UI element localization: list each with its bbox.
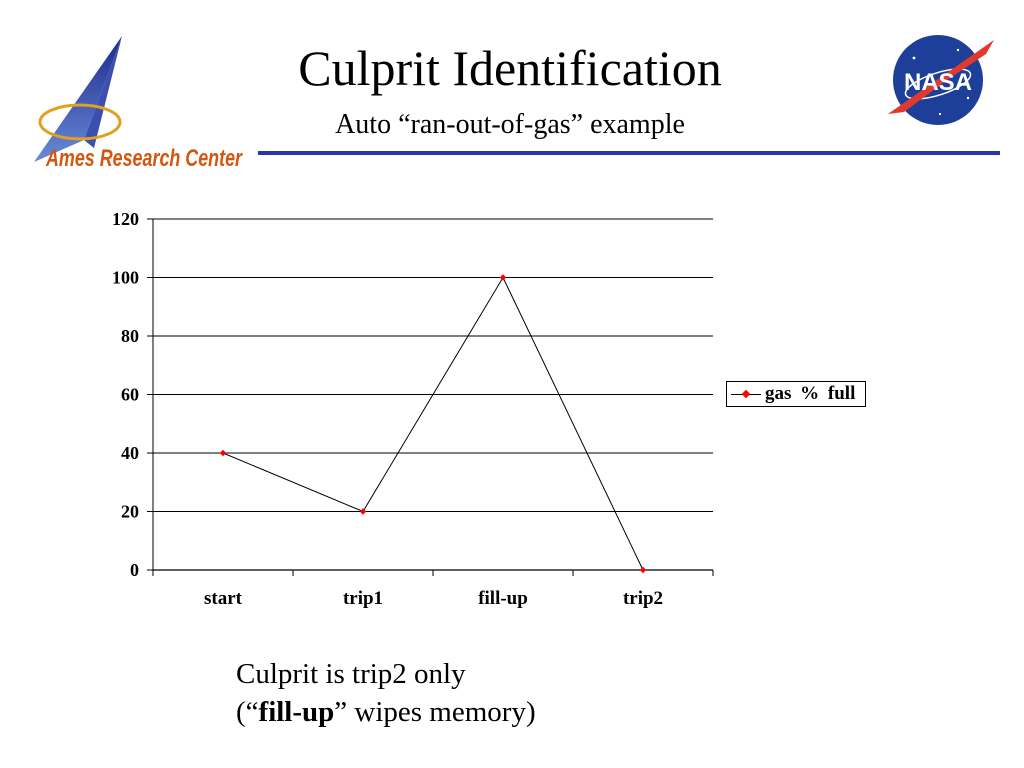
slide-subtitle: Auto “ran-out-of-gas” example xyxy=(335,109,685,140)
y-tick-label: 120 xyxy=(112,209,139,229)
x-tick-label: trip1 xyxy=(343,588,383,609)
data-point xyxy=(359,508,367,515)
nasa-logo-text: NASA xyxy=(904,69,972,96)
data-point xyxy=(499,274,507,281)
caption-line-2: (“fill-up” wipes memory) xyxy=(236,693,536,731)
ames-orbit-ring xyxy=(38,103,122,141)
y-tick-label: 60 xyxy=(121,385,139,405)
x-tick-label: start xyxy=(204,588,243,609)
y-tick-label: 20 xyxy=(121,502,139,522)
ames-research-center-logo: Ames Research Center xyxy=(34,36,243,172)
ames-wing-shape xyxy=(34,36,122,162)
chart-legend: gas % full xyxy=(726,381,866,407)
legend-series-marker-icon xyxy=(731,388,761,400)
nasa-logo: NASA xyxy=(888,35,994,125)
ames-logo-text: Ames Research Center xyxy=(45,145,243,172)
slide-title: Culprit Identification xyxy=(298,40,722,96)
nasa-chevron xyxy=(888,40,994,114)
y-tick-label: 100 xyxy=(112,268,139,288)
title-underline-rule xyxy=(258,151,1000,155)
line-chart: 0 20 40 60 80 100 120 start trip1 fill-up trip2 xyxy=(112,209,714,609)
legend-label: gas % full xyxy=(765,383,856,404)
data-point xyxy=(639,566,647,574)
x-tick-label: trip2 xyxy=(623,588,663,609)
caption: Culprit is trip2 only (“fill-up” wipes m… xyxy=(236,655,536,731)
y-tick-label: 40 xyxy=(121,443,139,463)
data-point xyxy=(219,449,227,457)
caption-line-1: Culprit is trip2 only xyxy=(236,658,466,690)
x-tick-label: fill-up xyxy=(478,588,528,609)
y-tick-label: 0 xyxy=(130,560,139,580)
y-tick-label: 80 xyxy=(121,326,139,346)
caption-rest: ” wipes memory) xyxy=(334,696,536,728)
series-line xyxy=(222,276,644,571)
caption-bold-term: fill-up xyxy=(258,696,335,728)
caption-open-quote: (“ xyxy=(236,696,259,728)
